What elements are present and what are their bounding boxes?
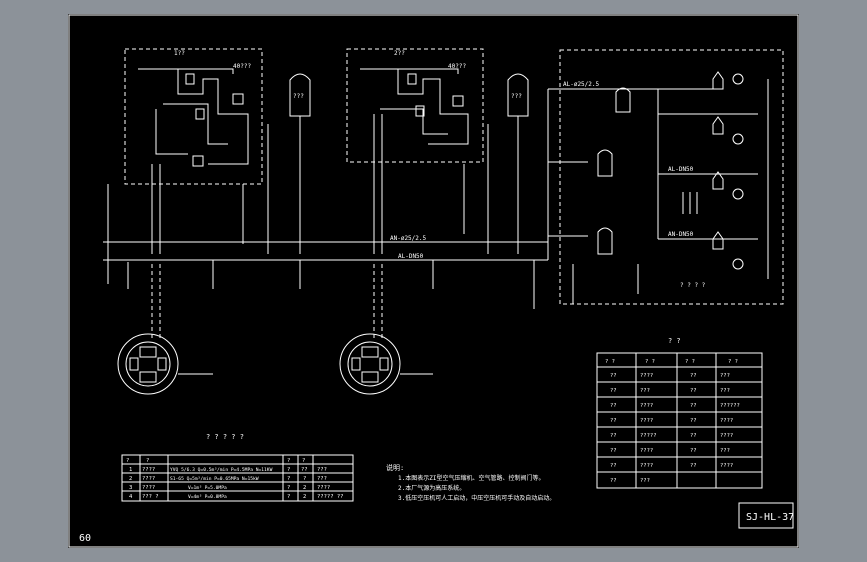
eq-row-1-no: 1 bbox=[129, 467, 132, 473]
legend-r8-c2: ??? bbox=[640, 478, 650, 484]
page-number: 60 bbox=[79, 533, 91, 544]
unit-a-piping bbox=[138, 68, 269, 254]
eq-header-qty: ? bbox=[302, 458, 305, 464]
eq-row-2-no: 2 bbox=[129, 476, 132, 482]
legend-r4-c2: ???? bbox=[640, 418, 653, 424]
eq-row-3-qty: 2 bbox=[303, 485, 306, 491]
legend-header-1: ? ? bbox=[605, 359, 615, 365]
drawing-sheet: 1?? 40??? ??? 2?? 40??? ??? bbox=[68, 14, 799, 548]
legend-r4-c3: ?? bbox=[690, 418, 697, 424]
legend-r5-c4: ???? bbox=[720, 433, 733, 439]
eq-row-4-name: ??? ? bbox=[142, 494, 159, 500]
eq-row-1-note: ??? bbox=[317, 467, 327, 473]
eq-row-2-qty: ? bbox=[303, 476, 306, 482]
unit-a-tag: 40??? bbox=[233, 63, 251, 70]
legend-header-3: ? ? bbox=[685, 359, 695, 365]
receiver-footer-label: ? ? ? ? bbox=[680, 282, 706, 289]
legend-title: ? ? bbox=[668, 337, 681, 345]
unit-b-tag: 40??? bbox=[448, 63, 466, 70]
eq-row-4-no: 4 bbox=[129, 494, 133, 500]
legend-header-2: ? ? bbox=[645, 359, 655, 365]
eq-row-3-unit: ? bbox=[287, 485, 290, 491]
main-header-pipes bbox=[103, 88, 608, 309]
tank-b: ??? bbox=[507, 73, 529, 254]
compressor-unit-b-enclosure bbox=[346, 48, 484, 163]
legend-r6-c1: ?? bbox=[610, 448, 617, 454]
legend-r2-c1: ?? bbox=[610, 388, 617, 394]
legend-r6-c3: ?? bbox=[690, 448, 697, 454]
note-1: 1.本图表示ZI型空气压缩机、空气管路、控制阀门等。 bbox=[398, 474, 544, 482]
eq-row-4-spec: V=4m³ P=0.8MPa bbox=[188, 494, 227, 500]
eq-row-4-qty: 2 bbox=[303, 494, 306, 500]
note-3: 3.低压空压机可人工启动，中压空压机可手动及自动启动。 bbox=[398, 494, 555, 502]
legend-r4-c4: ???? bbox=[720, 418, 733, 424]
manifold-label: AL-DN50 bbox=[398, 253, 424, 260]
legend-header-4: ? ? bbox=[728, 359, 738, 365]
eq-row-3-name: ???? bbox=[142, 485, 155, 491]
drawing-code: SJ-HL-37 bbox=[746, 512, 794, 523]
legend-r7-c4: ???? bbox=[720, 463, 733, 469]
legend-r7-c1: ?? bbox=[610, 463, 617, 469]
legend-r7-c3: ?? bbox=[690, 463, 697, 469]
tank-a: ??? bbox=[289, 73, 311, 254]
sheet-border bbox=[68, 14, 799, 548]
legend-r6-c4: ??? bbox=[720, 448, 730, 454]
legend-r5-c1: ?? bbox=[610, 433, 617, 439]
eq-row-3-note: ???? bbox=[317, 485, 330, 491]
eq-row-2-note: ??? bbox=[317, 476, 327, 482]
legend-r2-c3: ?? bbox=[690, 388, 697, 394]
tank-b-label: ??? bbox=[511, 93, 522, 100]
eq-header-unit: ? bbox=[287, 458, 290, 464]
legend-r3-c2: ???? bbox=[640, 403, 653, 409]
note-2: 2.本厂气源为高压系统。 bbox=[398, 484, 465, 492]
eq-row-1-qty: ?? bbox=[301, 467, 308, 473]
compressor-a-symbol bbox=[117, 264, 213, 395]
legend-r8-c1: ?? bbox=[610, 478, 617, 484]
eq-row-3-spec: V=1m³ P=5.0MPa bbox=[188, 485, 227, 491]
unit-b-label: 2?? bbox=[394, 50, 405, 57]
legend-r1-c4: ??? bbox=[720, 373, 730, 379]
schematic-diagram: 1?? 40??? ??? 2?? 40??? ??? bbox=[68, 14, 799, 548]
receiver-manifold-2-label: AN-DN50 bbox=[668, 231, 694, 238]
eq-row-1-name: ???? bbox=[142, 467, 155, 473]
legend-r2-c4: ??? bbox=[720, 388, 730, 394]
legend-r3-c3: ?? bbox=[690, 403, 697, 409]
receiver-manifold-label: AL-DN50 bbox=[668, 166, 694, 173]
eq-row-2-spec: S1-65 Q=5m³/min P=0.65MPa N=15kW bbox=[170, 476, 259, 482]
eq-header-no: ? bbox=[126, 458, 129, 464]
legend-table bbox=[596, 352, 763, 489]
unit-a-label: 1?? bbox=[174, 50, 185, 57]
legend-r5-c2: ????? bbox=[640, 433, 657, 439]
receiver-header-label: AL-ø25/2.5 bbox=[563, 81, 600, 88]
title-block bbox=[738, 502, 794, 529]
receiver-station-piping bbox=[572, 71, 769, 304]
legend-r1-c1: ?? bbox=[610, 373, 617, 379]
legend-r6-c2: ???? bbox=[640, 448, 653, 454]
legend-r1-c2: ???? bbox=[640, 373, 653, 379]
legend-r5-c3: ?? bbox=[690, 433, 697, 439]
legend-r3-c4: ?????? bbox=[720, 403, 740, 409]
eq-row-1-spec: YVQ 5/6.3 Q=0.5m³/min P=4.5MPa N=11KW bbox=[170, 467, 273, 473]
notes-title: 说明: bbox=[386, 463, 404, 472]
eq-row-2-unit: ? bbox=[287, 476, 290, 482]
equipment-table bbox=[121, 454, 354, 502]
eq-row-3-no: 3 bbox=[129, 485, 132, 491]
unit-b-piping bbox=[360, 68, 489, 254]
compressor-unit-a-enclosure bbox=[124, 48, 263, 185]
legend-r3-c1: ?? bbox=[610, 403, 617, 409]
compressor-b-symbol bbox=[339, 264, 433, 395]
legend-r4-c1: ?? bbox=[610, 418, 617, 424]
tank-a-label: ??? bbox=[293, 93, 304, 100]
eq-row-2-name: ???? bbox=[142, 476, 155, 482]
eq-row-4-unit: ? bbox=[287, 494, 290, 500]
header-label: AN-ø25/2.5 bbox=[390, 235, 427, 242]
eq-header-name: ? bbox=[146, 458, 149, 464]
eq-row-1-unit: ? bbox=[287, 467, 290, 473]
eq-row-4-note: ????? ?? bbox=[317, 494, 344, 500]
legend-r1-c3: ?? bbox=[690, 373, 697, 379]
receiver-station-enclosure bbox=[559, 49, 784, 305]
equipment-table-title: ? ? ? ? ? bbox=[206, 433, 244, 441]
legend-r2-c2: ??? bbox=[640, 388, 650, 394]
legend-r7-c2: ???? bbox=[640, 463, 653, 469]
